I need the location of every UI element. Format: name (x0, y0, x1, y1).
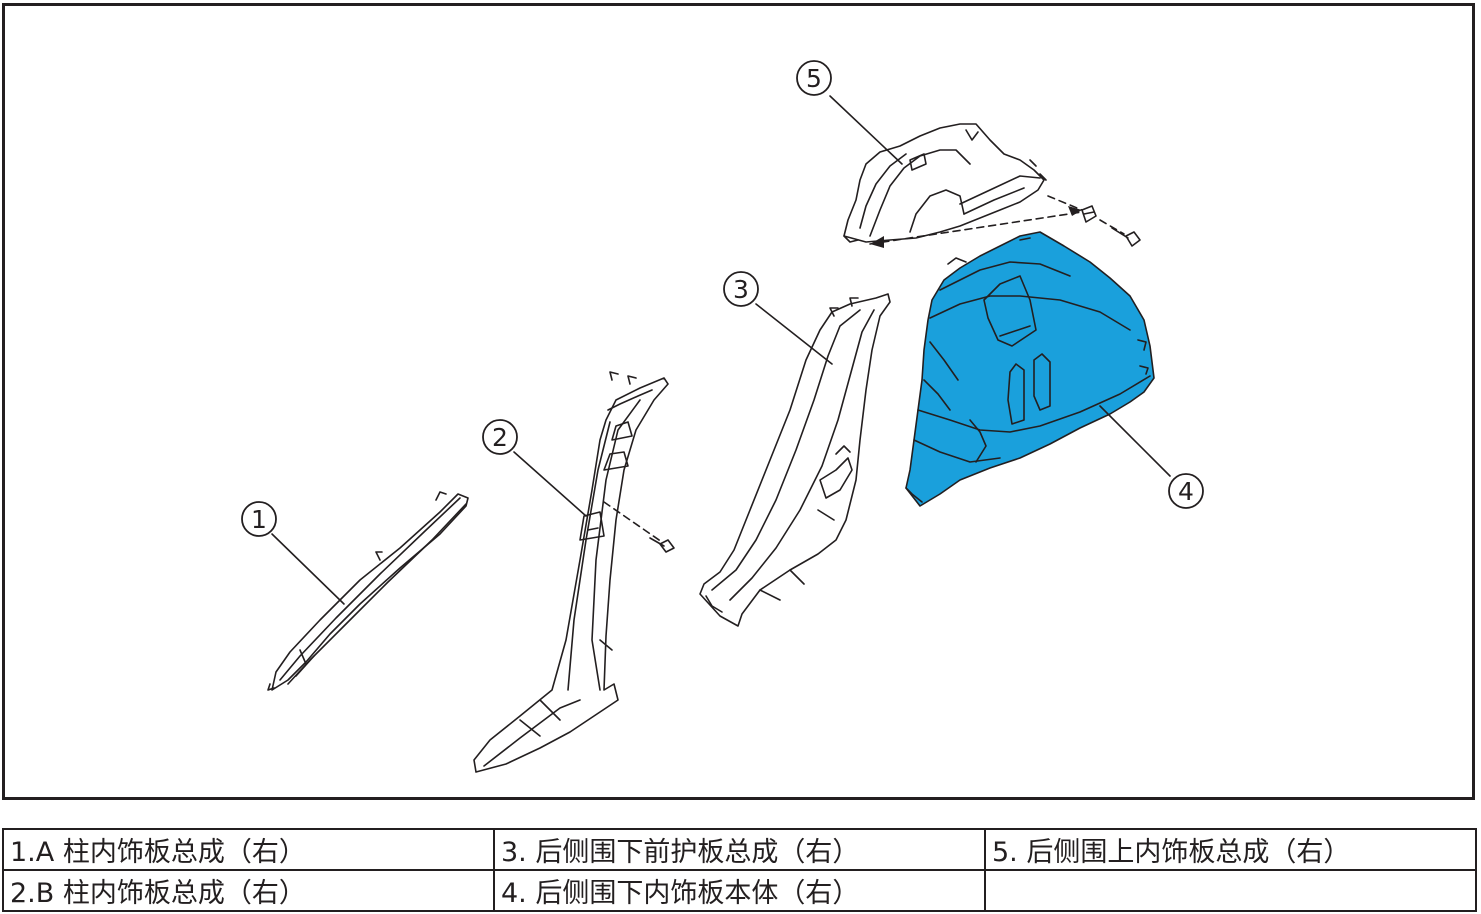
fastener-screw-b-pillar (649, 537, 675, 553)
leader-lines (271, 95, 1171, 605)
part-rear-lower-front-trim (699, 293, 891, 627)
callout-3-label: 3 (733, 275, 749, 304)
legend-cell: 3. 后侧围下前护板总成（右） (493, 828, 986, 871)
callout-2: 2 (482, 419, 518, 455)
callout-4: 4 (1168, 473, 1204, 509)
assembly-lines (603, 195, 1125, 543)
legend-cell: 1.A 柱内饰板总成（右） (2, 828, 495, 871)
part-rear-upper-inner-trim (843, 123, 1047, 243)
legend-cell: 4. 后侧围下内饰板本体（右） (493, 869, 986, 912)
fastener-screw-upper (1111, 227, 1141, 247)
callout-4-label: 4 (1178, 477, 1194, 506)
callout-3: 3 (723, 271, 759, 307)
exploded-parts-diagram: 1 2 3 4 5 (241, 60, 1204, 773)
legend-cell (984, 869, 1477, 912)
part-b-pillar-trim (473, 371, 669, 773)
legend-cell: 5. 后侧围上内饰板总成（右） (984, 828, 1477, 871)
part-rear-lower-inner-trim (905, 231, 1155, 507)
legend-row: 1.A 柱内饰板总成（右） 3. 后侧围下前护板总成（右） 5. 后侧围上内饰板… (2, 828, 1477, 871)
callout-1-label: 1 (251, 505, 267, 534)
assembly-arrowheads (870, 206, 1082, 248)
legend-row: 2.B 柱内饰板总成（右） 4. 后侧围下内饰板本体（右） (2, 869, 1477, 912)
fastener-clip (1081, 205, 1097, 223)
legend-cell: 2.B 柱内饰板总成（右） (2, 869, 495, 912)
diagram-frame (2, 3, 1475, 800)
callout-1: 1 (241, 501, 277, 537)
callout-5-label: 5 (806, 64, 822, 93)
callout-2-label: 2 (492, 423, 508, 452)
callout-5: 5 (796, 60, 832, 96)
part-a-pillar-trim (267, 491, 469, 691)
parts-legend-table: 1.A 柱内饰板总成（右） 3. 后侧围下前护板总成（右） 5. 后侧围上内饰板… (2, 828, 1477, 912)
